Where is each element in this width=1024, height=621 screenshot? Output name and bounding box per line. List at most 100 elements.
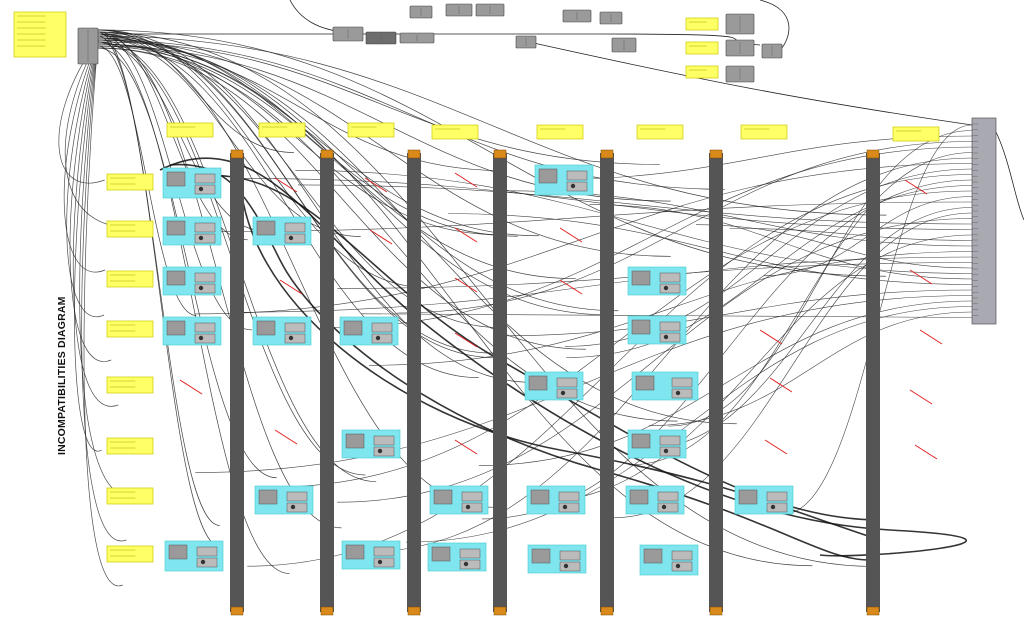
node-b[interactable]	[194, 233, 216, 244]
input-node[interactable]	[166, 171, 186, 187]
node-a[interactable]	[194, 322, 216, 333]
source-panel[interactable]	[13, 11, 67, 58]
input-node[interactable]	[258, 489, 278, 505]
node-b[interactable]	[371, 333, 393, 344]
node-b[interactable]	[194, 333, 216, 344]
node-a[interactable]	[659, 435, 681, 446]
node-b[interactable]	[194, 283, 216, 294]
column-header-panel-7[interactable]	[740, 124, 788, 140]
node-a[interactable]	[657, 491, 679, 502]
row-header-panel-1[interactable]	[106, 173, 154, 191]
component-cluster[interactable]	[164, 540, 224, 572]
node-b[interactable]	[659, 283, 681, 294]
component-cluster[interactable]	[162, 266, 222, 296]
input-node[interactable]	[530, 489, 550, 505]
component-cluster[interactable]	[162, 316, 222, 346]
node-a[interactable]	[286, 491, 308, 502]
column-header-panel-6[interactable]	[636, 124, 684, 140]
top-node-12[interactable]	[725, 39, 755, 57]
input-node[interactable]	[531, 548, 551, 564]
node-a[interactable]	[566, 170, 588, 181]
component-cluster[interactable]	[627, 266, 687, 296]
row-header-panel-5[interactable]	[106, 376, 154, 394]
top-node-8[interactable]	[562, 9, 592, 23]
component-cluster[interactable]	[631, 371, 699, 401]
component-cluster[interactable]	[627, 315, 687, 345]
input-node[interactable]	[738, 489, 758, 505]
top-node-9[interactable]	[599, 11, 623, 25]
top-node-7[interactable]	[515, 35, 537, 49]
node-a[interactable]	[284, 322, 306, 333]
node-b[interactable]	[556, 388, 578, 399]
node-a[interactable]	[659, 321, 681, 332]
node-a[interactable]	[196, 546, 218, 557]
node-a[interactable]	[459, 548, 481, 559]
component-cluster[interactable]	[252, 216, 312, 246]
top-node-3[interactable]	[399, 32, 435, 44]
node-b[interactable]	[766, 502, 788, 513]
param-panel-2[interactable]	[685, 41, 719, 55]
component-cluster[interactable]	[625, 485, 685, 515]
node-b[interactable]	[659, 332, 681, 343]
row-header-panel-4[interactable]	[106, 320, 154, 338]
component-cluster[interactable]	[526, 485, 586, 515]
top-node-5[interactable]	[445, 3, 473, 17]
input-node[interactable]	[343, 320, 363, 336]
input-node[interactable]	[431, 546, 451, 562]
component-cluster[interactable]	[534, 164, 594, 196]
node-a[interactable]	[671, 377, 693, 388]
input-node[interactable]	[631, 319, 651, 335]
component-cluster[interactable]	[254, 485, 314, 515]
node-b[interactable]	[459, 559, 481, 570]
node-b[interactable]	[671, 388, 693, 399]
input-node[interactable]	[166, 220, 186, 236]
node-b[interactable]	[286, 502, 308, 513]
component-cluster[interactable]	[427, 542, 487, 572]
top-node-4[interactable]	[409, 5, 433, 19]
top-node-14[interactable]	[761, 43, 783, 59]
component-cluster[interactable]	[162, 167, 222, 199]
column-header-panel-4[interactable]	[431, 124, 479, 140]
node-a[interactable]	[284, 222, 306, 233]
component-cluster[interactable]	[252, 316, 312, 346]
top-node-13[interactable]	[725, 65, 755, 83]
node-b[interactable]	[284, 333, 306, 344]
node-a[interactable]	[194, 272, 216, 283]
column-header-panel-8[interactable]	[892, 126, 940, 142]
node-b[interactable]	[461, 502, 483, 513]
node-a[interactable]	[194, 222, 216, 233]
node-b[interactable]	[373, 446, 395, 457]
input-node[interactable]	[631, 270, 651, 286]
input-node[interactable]	[345, 544, 365, 560]
node-a[interactable]	[194, 173, 216, 184]
node-a[interactable]	[671, 550, 693, 561]
top-node-10[interactable]	[611, 37, 637, 53]
top-node-1[interactable]	[332, 26, 364, 42]
input-node[interactable]	[168, 544, 188, 560]
row-header-panel-3[interactable]	[106, 270, 154, 288]
input-node[interactable]	[643, 548, 663, 564]
column-header-panel-5[interactable]	[536, 124, 584, 140]
node-a[interactable]	[558, 491, 580, 502]
input-node[interactable]	[166, 320, 186, 336]
column-header-panel-3[interactable]	[347, 122, 395, 138]
node-a[interactable]	[766, 491, 788, 502]
node-a[interactable]	[659, 272, 681, 283]
collector-merge-icon[interactable]	[971, 117, 997, 325]
node-a[interactable]	[371, 322, 393, 333]
component-cluster[interactable]	[627, 429, 687, 459]
component-cluster[interactable]	[527, 544, 587, 574]
component-cluster[interactable]	[162, 216, 222, 246]
column-header-panel-2[interactable]	[258, 122, 306, 138]
component-cluster[interactable]	[341, 540, 401, 570]
node-b[interactable]	[194, 184, 216, 195]
row-header-panel-6[interactable]	[106, 437, 154, 455]
node-a[interactable]	[556, 377, 578, 388]
top-node-2[interactable]	[365, 31, 397, 45]
input-node[interactable]	[629, 489, 649, 505]
node-b[interactable]	[657, 502, 679, 513]
input-node[interactable]	[631, 433, 651, 449]
node-b[interactable]	[566, 181, 588, 192]
node-b[interactable]	[373, 557, 395, 568]
